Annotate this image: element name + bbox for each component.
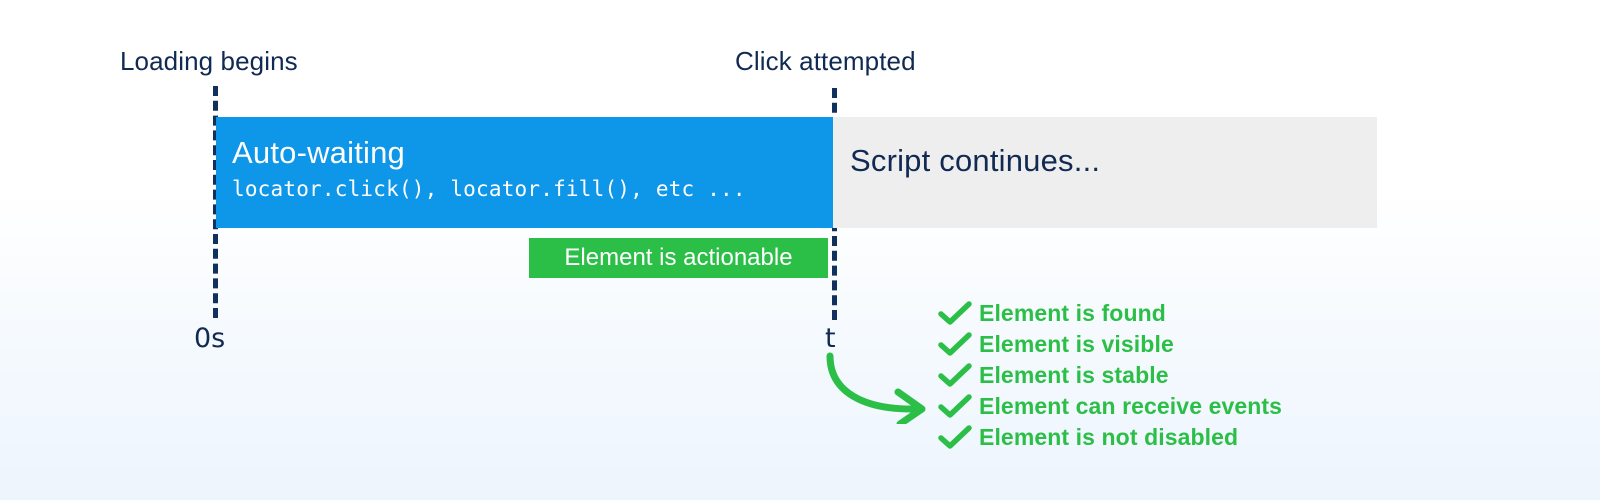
status-badge-element-actionable: Element is actionable	[529, 238, 828, 278]
check-icon	[938, 362, 972, 387]
axis-tick-label-zero: 0s	[194, 323, 226, 354]
check-icon	[938, 424, 972, 449]
list-item: Element can receive events	[938, 391, 1282, 422]
list-item-label: Element is visible	[979, 331, 1174, 357]
check-icon	[938, 331, 972, 356]
phase-bar-script-continues: Script continues...	[833, 117, 1377, 228]
list-item-label: Element is found	[979, 300, 1166, 326]
list-item: Element is not disabled	[938, 422, 1282, 453]
curved-arrow-icon	[826, 352, 926, 424]
list-item: Element is stable	[938, 360, 1282, 391]
axis-tick-label-t: t	[825, 323, 836, 354]
list-item: Element is visible	[938, 329, 1282, 360]
list-item: Element is found	[938, 298, 1282, 329]
list-item-label: Element is not disabled	[979, 424, 1239, 450]
actionability-checklist: Element is found Element is visible Elem…	[938, 298, 1282, 453]
list-item-label: Element can receive events	[979, 393, 1283, 419]
phase-title-script-continues: Script continues...	[850, 143, 1101, 178]
phase-code-sample: locator.click(), locator.fill(), etc ...	[232, 177, 746, 201]
marker-label-click-attempted: Click attempted	[735, 46, 916, 76]
phase-title-auto-waiting: Auto-waiting	[232, 135, 405, 170]
list-item-label: Element is stable	[979, 362, 1169, 388]
check-icon	[938, 393, 972, 418]
check-icon	[938, 300, 972, 325]
phase-bar-auto-waiting: Auto-waiting locator.click(), locator.fi…	[216, 117, 833, 228]
marker-label-loading-begins: Loading begins	[120, 46, 298, 76]
timeline-guide-line-start	[213, 86, 218, 318]
